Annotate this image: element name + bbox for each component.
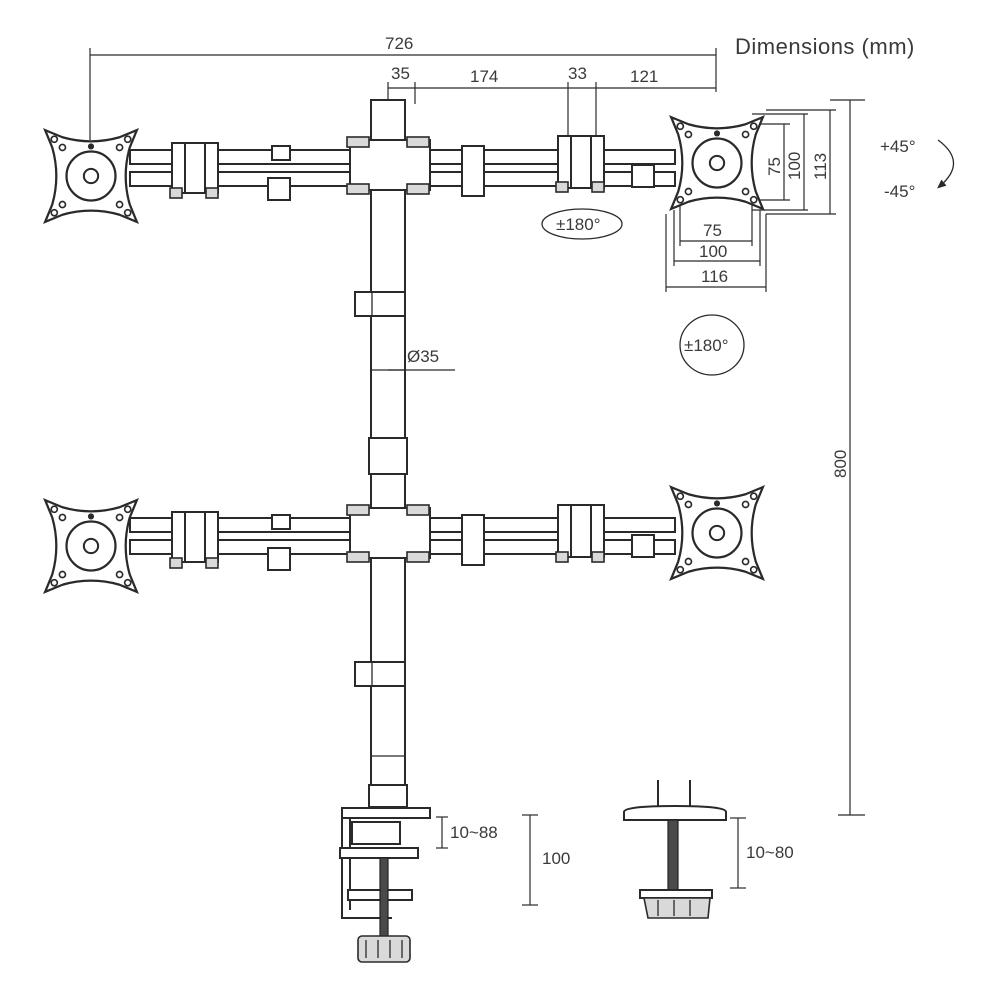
dim-clamp-height: 100: [542, 849, 570, 868]
height-dimension: 800: [830, 99, 865, 816]
dim-offset-35: 35: [391, 64, 410, 83]
rotate-arrow-icon: [679, 314, 745, 376]
tilt-arrow-icon: [937, 139, 955, 189]
tilt-up-label: +45°: [880, 137, 916, 156]
dim-vesa-100-h: 100: [699, 242, 727, 261]
tilt-indicator: +45° -45°: [880, 137, 955, 201]
lower-arm: [129, 504, 676, 571]
vesa-plate-bottom-left: [43, 498, 139, 594]
rotate-label: ±180°: [684, 336, 729, 355]
title: Dimensions (mm): [735, 34, 915, 59]
dim-vesa-75-h: 75: [703, 221, 722, 240]
vesa-plate-top-right: [669, 115, 765, 211]
vesa-plate-bottom-right: [669, 485, 765, 581]
dim-total-width: 726: [385, 34, 413, 53]
dim-seg-33: 33: [568, 64, 587, 83]
vesa-plate-top-left: [43, 128, 139, 224]
rotate-indicator: ±180°: [679, 314, 745, 376]
swivel-arrow-icon: [541, 208, 623, 240]
tilt-down-label: -45°: [884, 182, 915, 201]
dim-clamp-range: 10~88: [450, 823, 498, 842]
dim-seg-121: 121: [630, 67, 658, 86]
dim-pole-diameter: Ø35: [407, 347, 439, 366]
dim-grommet-range: 10~80: [746, 843, 794, 862]
dim-vesa-100-v: 100: [785, 152, 804, 180]
grommet-mount: 10~80: [623, 780, 794, 919]
top-dimensions: 726 35 174 33 121: [89, 34, 717, 140]
swivel-label: ±180°: [556, 215, 601, 234]
upper-arm: [129, 135, 676, 201]
desk-clamp: 10~88 100: [339, 807, 570, 963]
dim-plate-113: 113: [811, 153, 830, 180]
swivel-indicator: ±180°: [541, 208, 623, 240]
dim-plate-116: 116: [701, 267, 728, 286]
pole: Ø35: [354, 99, 455, 808]
dim-height-800: 800: [831, 450, 850, 478]
vesa-dimensions: 75 100 113 75 100 116: [665, 109, 836, 292]
dim-seg-174: 174: [470, 67, 498, 86]
dim-vesa-75-v: 75: [765, 157, 784, 176]
